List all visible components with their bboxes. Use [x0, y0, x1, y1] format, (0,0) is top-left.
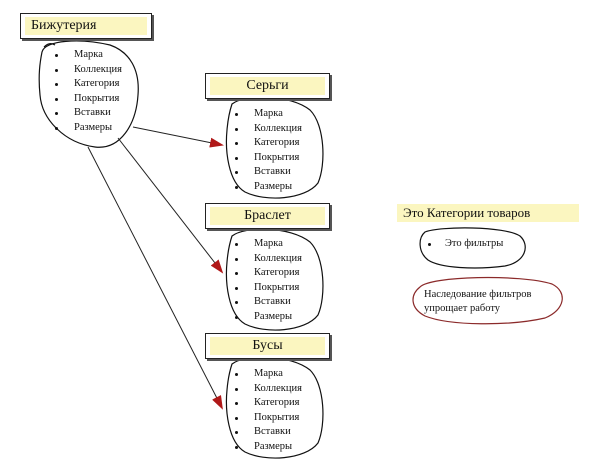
list-item: Марка: [232, 237, 302, 252]
legend-category-title: Это Категории товаров: [397, 204, 579, 222]
list-item: Размеры: [232, 180, 302, 195]
child-filter-outline-earrings: [225, 96, 324, 199]
arrow-to-beads: [87, 146, 223, 410]
list-item: Марка: [52, 48, 122, 63]
list-item: Вставки: [52, 106, 122, 121]
list-item: Вставки: [232, 165, 302, 180]
arrow-to-bracelet: [117, 137, 224, 274]
list-item: Категория: [232, 266, 302, 281]
list-item: Коллекция: [232, 252, 302, 267]
list-item: Покрытия: [52, 92, 122, 107]
list-item: Категория: [232, 396, 302, 411]
list-item: Покрытия: [232, 151, 302, 166]
child-category-title: Бусы: [210, 337, 325, 355]
list-item: Покрытия: [232, 281, 302, 296]
child-category-box-earrings: Серьги: [205, 73, 330, 99]
list-item: Категория: [232, 136, 302, 151]
inheritance-note-line-2: упрощает работу: [424, 303, 501, 314]
child-category-box-bracelet: Браслет: [205, 203, 330, 229]
inheritance-note-outline: [412, 276, 563, 325]
legend-filter-text: Это фильтры: [445, 238, 504, 249]
list-item: Коллекция: [52, 63, 122, 78]
list-item: Марка: [232, 367, 302, 382]
legend-category-box: Это Категории товаров: [397, 204, 579, 222]
list-item: Категория: [52, 77, 122, 92]
child-filter-list-earrings: Марка Коллекция Категория Покрытия Встав…: [232, 107, 302, 195]
child-filter-list-beads: Марка Коллекция Категория Покрытия Встав…: [232, 367, 302, 455]
list-item: Вставки: [232, 425, 302, 440]
list-item: Вставки: [232, 295, 302, 310]
child-category-box-beads: Бусы: [205, 333, 330, 359]
list-item: Коллекция: [232, 382, 302, 397]
list-item: Коллекция: [232, 122, 302, 137]
list-item: Размеры: [232, 310, 302, 325]
parent-filter-list: Марка Коллекция Категория Покрытия Встав…: [52, 48, 122, 136]
parent-category-title: Бижутерия: [25, 17, 147, 35]
child-filter-outline-bracelet: [225, 228, 324, 331]
child-filter-list-bracelet: Марка Коллекция Категория Покрытия Встав…: [232, 237, 302, 325]
child-category-title: Серьги: [210, 77, 325, 95]
inheritance-note-line-1: Наследование фильтров: [424, 289, 532, 300]
list-item: Размеры: [232, 440, 302, 455]
child-category-title: Браслет: [210, 207, 325, 225]
parent-filter-outline: [38, 40, 139, 148]
list-item: Покрытия: [232, 411, 302, 426]
parent-filter-tail: [43, 43, 56, 48]
legend-filter-outline: [419, 227, 526, 269]
child-filter-outline-beads: [225, 356, 324, 459]
list-item: Размеры: [52, 121, 122, 136]
list-item: Марка: [232, 107, 302, 122]
legend-filter-bullet: [428, 243, 431, 246]
parent-category-box: Бижутерия: [20, 13, 152, 39]
arrow-to-earrings: [132, 126, 224, 148]
